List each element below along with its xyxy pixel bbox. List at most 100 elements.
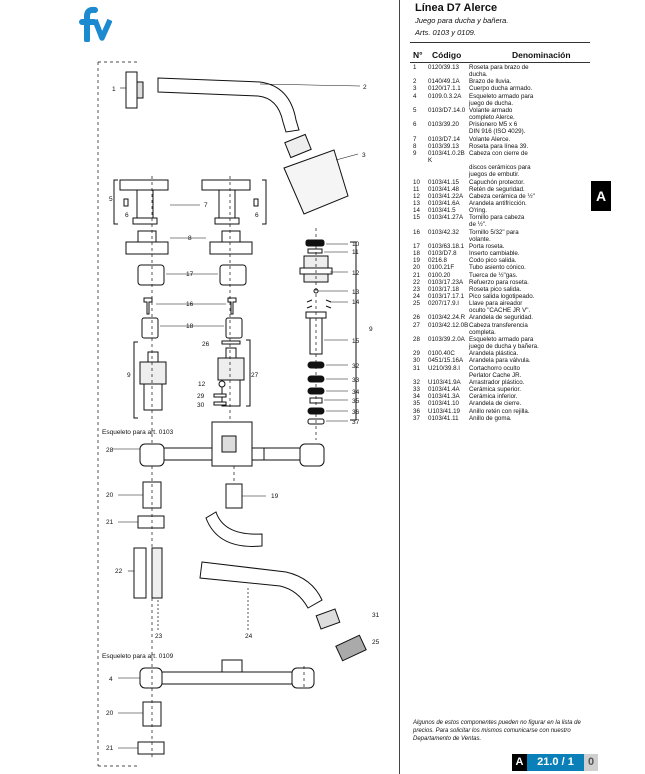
- part-code: 0103/41.6A: [428, 199, 460, 207]
- part-17-rosette-holder-left: [137, 264, 165, 286]
- part-number: 21: [413, 271, 420, 279]
- vertical-divider: [399, 0, 400, 774]
- page-number-bar: A 21.0 / 1 0: [512, 754, 598, 771]
- table-row: completo Alerce.: [413, 114, 593, 121]
- callout-19: 19: [271, 493, 279, 500]
- part-description: Retén de seguridad.: [469, 185, 525, 193]
- part-code: [428, 307, 469, 314]
- part-description: Volante armado: [469, 106, 513, 114]
- part-number: 37: [413, 414, 420, 422]
- part-description: Roseta pico salida.: [469, 285, 522, 293]
- callout-4: 4: [109, 676, 113, 683]
- part-number: 13: [413, 199, 420, 207]
- part-description: Anillo de goma.: [469, 414, 512, 422]
- callout-11: 11: [352, 249, 359, 256]
- skeleton-0109-label: Esqueleto para art. 0109: [102, 653, 174, 660]
- callout-32: 32: [352, 363, 360, 370]
- part-description: DIN 916 (ISO 4029).: [469, 128, 526, 136]
- callout-26: 26: [202, 341, 210, 348]
- part-code: 0103/41.22A: [428, 192, 464, 200]
- part-description: Llave para aireador: [469, 300, 523, 308]
- part-description: Capuchón protector.: [469, 178, 525, 186]
- table-row: DIN 916 (ISO 4029).: [413, 128, 593, 135]
- part-code: [428, 329, 469, 336]
- part-18-insert-right: [225, 317, 243, 339]
- part-description: ducha.: [469, 71, 488, 79]
- part-description: Arandela para válvula.: [469, 357, 531, 365]
- part-code: 0103/17.17.1: [428, 293, 465, 300]
- callout-8: 8: [188, 235, 192, 242]
- part-number: [413, 343, 428, 350]
- part-description: O'ring.: [469, 207, 488, 215]
- part-number: [413, 128, 428, 135]
- callout-17: 17: [186, 271, 194, 278]
- part-description: Tuerca de ½"gas.: [469, 271, 518, 279]
- callout-9b: 9: [127, 372, 131, 379]
- part-code: 0103/41.3A: [428, 393, 460, 401]
- part-number: 19: [413, 257, 420, 265]
- table-row: ducha.: [413, 71, 593, 78]
- part-description: Esqueleto armado para: [469, 335, 534, 343]
- callout-31: 31: [372, 612, 380, 619]
- part-number: [413, 71, 428, 78]
- part-6-setscrew-right: [253, 198, 259, 207]
- part-description: Cerámica inferior.: [469, 393, 518, 401]
- part-code: 0103/41.27A: [428, 214, 464, 222]
- part-number: 6: [413, 121, 417, 129]
- part-description: Tornillo 5/32" para: [469, 228, 519, 236]
- part-26-washer: [221, 340, 241, 345]
- part-number: 1: [413, 64, 417, 71]
- part-17-rosette-holder-right: [219, 264, 247, 286]
- part-code: 0103/41.4A: [428, 386, 460, 394]
- part-description: Volante Alerce.: [469, 135, 511, 143]
- part-14-oring: [306, 299, 332, 309]
- callout-7: 7: [204, 202, 208, 209]
- part-code: 0103/D7.14.0: [428, 106, 466, 114]
- part-number: 4: [413, 92, 417, 100]
- header-rule: [410, 42, 590, 43]
- part-code: [428, 71, 469, 78]
- part-description: Porta roseta.: [469, 242, 505, 250]
- part-28-skeleton-0103: [139, 421, 325, 467]
- table-header-rule: [410, 62, 590, 63]
- part-description: Arandela plástica.: [469, 350, 519, 358]
- callout-21b: 21: [106, 745, 114, 752]
- part-number: [413, 171, 428, 178]
- part-19-elbow-top: [225, 483, 243, 509]
- col-header-description: Denominación: [512, 50, 571, 60]
- part-31-aerator: [315, 608, 341, 630]
- part-code: [428, 100, 469, 107]
- part-number: 12: [413, 192, 420, 200]
- part-11-retainer: [307, 248, 323, 254]
- part-description: Arandela de cierre.: [469, 400, 522, 408]
- table-row: completa.: [413, 329, 593, 336]
- part-description: Prisionero M5 x 6: [469, 121, 518, 129]
- part-16-screw-right: [227, 297, 237, 315]
- part-code: 0103/41.10: [428, 400, 459, 408]
- part-19-elbow: [205, 511, 263, 547]
- part-number: 32: [413, 378, 420, 386]
- fv-logo: [79, 6, 112, 42]
- part-number: 16: [413, 228, 420, 236]
- part-code: [428, 221, 469, 228]
- footnote: Algunos de estos componentes pueden no f…: [413, 720, 581, 742]
- callout-22: 22: [115, 568, 123, 575]
- part-code: 0100.20: [428, 271, 451, 279]
- part-code: 0103/39.2.0A: [428, 335, 465, 343]
- part-code: 0103/41.48: [428, 185, 459, 193]
- part-description: Cuerpo ducha armado.: [469, 85, 533, 93]
- callout-6b: 6: [255, 212, 259, 219]
- section-tab: A: [591, 181, 611, 211]
- callout-20b: 20: [106, 710, 114, 717]
